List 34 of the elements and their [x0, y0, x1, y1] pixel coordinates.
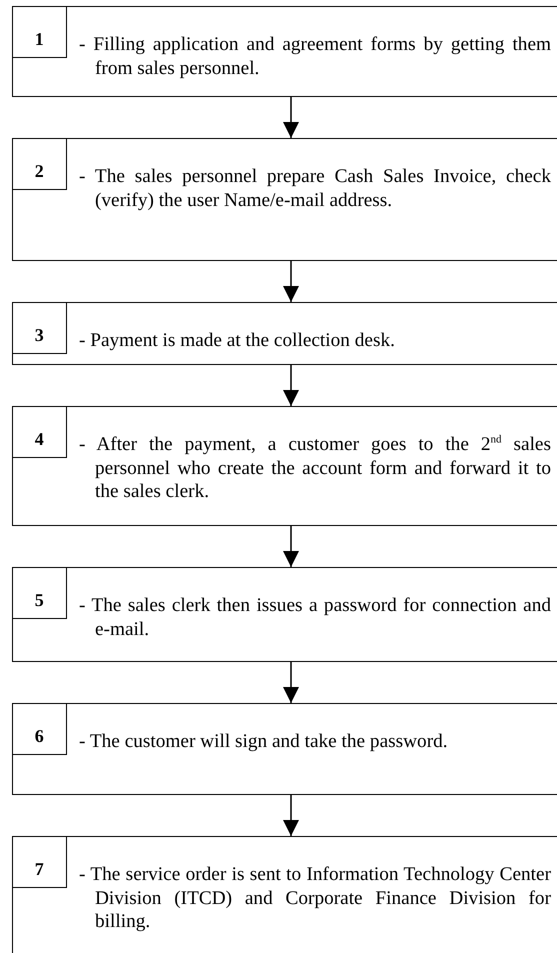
arrow: [283, 662, 299, 703]
step-number: 7: [34, 858, 45, 879]
step-number-box: [12, 406, 67, 458]
step-description: - The customer will sign and take the password.: [79, 730, 449, 754]
arrow: [283, 795, 299, 836]
step-description: - The sales clerk then issues a password for connection and e-mail.: [79, 594, 551, 641]
step-description: - Filling application and agreement forms by getting them from sales personnel.: [79, 33, 551, 80]
step-number: 2: [34, 160, 45, 181]
step-description: - Payment is made at the collection desk.: [79, 329, 396, 352]
step-number-box: [12, 302, 67, 354]
step-number: 4: [34, 428, 45, 449]
arrow: [283, 261, 299, 302]
arrow: [283, 365, 299, 406]
step-number-box: [12, 138, 67, 190]
step-number: 1: [34, 28, 45, 49]
step-description: - The service order is sent to Information Technology Center Division (ITCD) and Corporate Finance Division for billing.: [79, 863, 551, 934]
process-box: [12, 406, 557, 526]
step-number: 6: [34, 726, 45, 746]
process-box: [12, 567, 557, 662]
arrow: [283, 526, 299, 567]
process-box: [12, 703, 557, 795]
step-description: - The sales personnel prepare Cash Sales Invoice, check (verify) the user Name/e-mail address.: [79, 165, 551, 212]
step-number-box: [12, 702, 67, 755]
process-box: [12, 302, 557, 365]
arrow: [283, 97, 299, 138]
step-number: 3: [34, 324, 45, 345]
step-number-box: [12, 836, 67, 888]
process-box: [12, 6, 557, 97]
step-number: 5: [34, 590, 45, 610]
step-description: - After the payment, a customer goes to the 2$^{nd}$ sales personnel who create the account form and forward it to the sales clerk.: [79, 433, 551, 504]
step-number-box: [12, 6, 67, 58]
process-box: [12, 138, 557, 261]
step-number-box: [12, 566, 67, 619]
process-box: [12, 836, 557, 953]
